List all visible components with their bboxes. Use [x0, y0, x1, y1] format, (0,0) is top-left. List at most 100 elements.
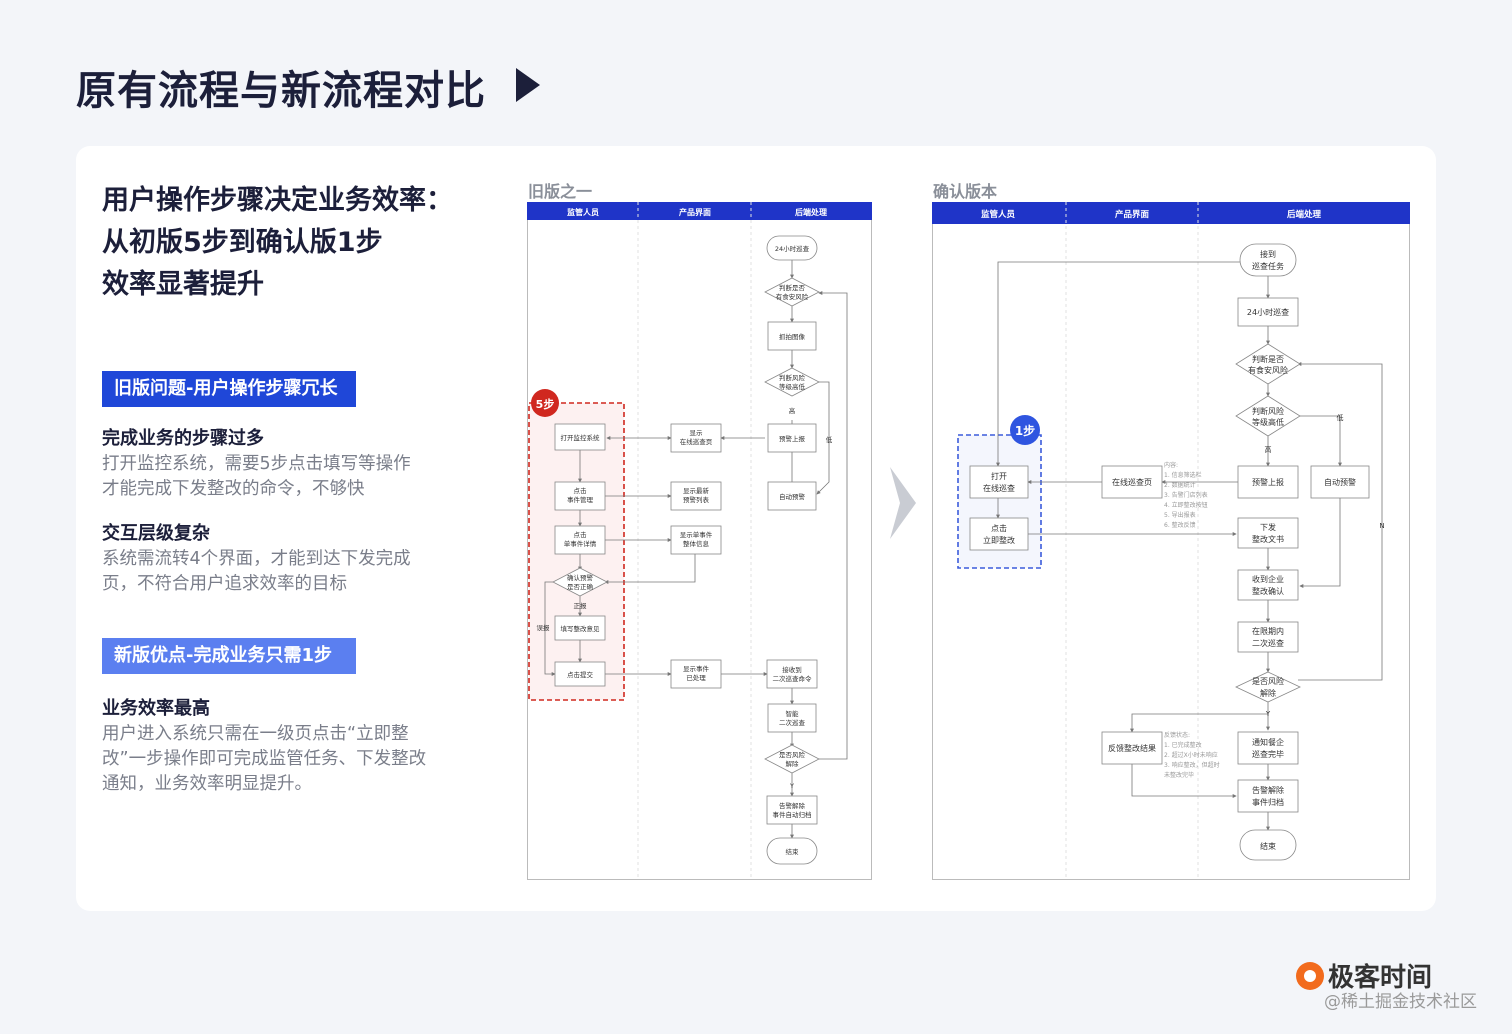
flowchart-label: 二次巡查: [1252, 638, 1284, 648]
flowchart-label: 等级高低: [779, 382, 806, 391]
flowchart-label: 判断风险: [1252, 406, 1284, 416]
new-node-second-patrol: [1237, 621, 1299, 653]
old-node-capture: [767, 321, 817, 351]
flowchart-label: 通知餐企: [1252, 737, 1284, 747]
headline-line-3: 效率显著提升: [102, 269, 264, 300]
old-point-2-text: 系统需流转4个界面，才能到达下发完成页，不符合用户追求效率的目标: [102, 549, 411, 594]
flowchart-label: 预警上报: [1252, 477, 1284, 487]
title-arrow-icon: [516, 68, 540, 102]
old-node-auto-warn: [767, 481, 817, 511]
flowchart-label: 确认预警: [567, 573, 594, 582]
flowchart-label: 填写整改意见: [561, 624, 601, 633]
old-step-badge: [531, 389, 559, 417]
flowchart-label: 6. 整改反馈: [1164, 521, 1196, 529]
brand-logo-text: 极客时间: [1328, 963, 1433, 993]
flowchart-label: 告警解除: [779, 801, 806, 810]
old-node-click-submit: [554, 661, 606, 687]
new-node-issue-notice: [1237, 517, 1299, 549]
new-node-judge-level: [1235, 395, 1301, 437]
new-lane-3: 后端处理: [1287, 209, 1322, 220]
old-lane-1: 监管人员: [567, 207, 599, 217]
old-diagram-title: 旧版之一: [528, 182, 593, 201]
flowchart-label: 结束: [1260, 841, 1276, 851]
flowchart-label: 整改确认: [1252, 586, 1284, 596]
old-point-1-text: 打开监控系统，需要5步点击填写等操作才能完成下发整改的命令，不够快: [102, 454, 411, 499]
flowchart-label: 显示: [690, 429, 704, 437]
flowchart-label: 正报: [574, 601, 588, 610]
new-node-archive: [1237, 779, 1299, 813]
flowchart-label: 在限期内: [1252, 626, 1284, 636]
flowchart-label: 判断风险: [779, 373, 806, 382]
old-issue-tag: 旧版问题-用户操作步骤冗长: [102, 371, 356, 407]
flowchart-label: 接到: [1260, 249, 1276, 259]
flowchart-label: 整改文书: [1252, 534, 1284, 544]
flowchart-label: Y: [1265, 710, 1271, 718]
flowchart-label: 点击: [574, 530, 588, 539]
old-point-1-title: 完成业务的步骤过多: [102, 428, 264, 449]
new-node-receive-task: [1239, 243, 1297, 277]
new-point-1-text: 用户进入系统只需在一级页点击“立即整改”一步操作即可完成监管任务、下发整改通知，…: [102, 724, 427, 794]
flowchart-label: 事件自动归档: [773, 810, 812, 819]
flowchart-label: 结束: [786, 847, 800, 856]
flowchart-label: 2. 数据统计: [1164, 481, 1196, 489]
flowchart-label: 反馈状态:: [1164, 731, 1190, 739]
old-node-show-latest: [670, 481, 722, 511]
flowchart-label: 解除: [786, 759, 800, 768]
old-node-fill-opinion: [554, 615, 606, 641]
flowchart-label: 二次巡查: [779, 718, 806, 727]
flowchart-label: 巡查完毕: [1252, 749, 1284, 759]
flowchart-label: 抓拍图像: [779, 332, 806, 341]
flowchart-label: 整体信息: [683, 539, 710, 548]
flowchart-label: 1. 已完成整改: [1164, 741, 1202, 749]
flowchart-label: 已处理: [686, 673, 706, 682]
flowchart-label: 24小时巡查: [1247, 307, 1289, 317]
old-lane-3: 后端处理: [795, 207, 827, 217]
old-node-show-online: [670, 423, 722, 453]
flowchart-label: 判断是否: [779, 283, 806, 292]
old-node-warn-report: [767, 423, 817, 453]
brand-logo: 极客时间: [1296, 957, 1432, 994]
headline-line-1: 用户操作步骤决定业务效率：: [102, 185, 453, 216]
flowchart-label: 3. 告警门店列表: [1164, 491, 1208, 499]
new-point-1-title: 业务效率最高: [102, 698, 210, 719]
new-node-open-online: [969, 465, 1029, 499]
old-node-open-system: [554, 423, 606, 451]
flowchart-label: 5. 导出报表: [1164, 511, 1196, 519]
flowchart-label: 2. 超过X小时未响应: [1164, 751, 1218, 759]
flowchart-label: 24小时巡查: [775, 244, 810, 253]
old-node-show-single: [670, 525, 722, 555]
flowchart-label: 是否正确: [567, 582, 594, 591]
flowchart-label: 预警上报: [779, 434, 806, 443]
headline: 用户操作步骤决定业务效率： 从初版5步到确认版1步 效率显著提升: [102, 180, 453, 306]
flowchart-label: 点击: [574, 486, 588, 495]
old-node-end: [766, 837, 818, 865]
old-node-smart-patrol: [767, 703, 817, 733]
flowchart-label: 点击提交: [567, 670, 594, 679]
flowchart-label: 反馈整改结果: [1108, 743, 1156, 753]
flowchart-label: 解除: [1260, 688, 1276, 698]
old-node-confirm-warn: [552, 567, 608, 597]
flowchart-label: 3. 响应整改，但超时: [1164, 761, 1220, 769]
flowchart-label: 误报: [537, 623, 551, 632]
old-node-archive: [766, 795, 818, 825]
flowchart-label: 显示单事件: [680, 530, 713, 539]
new-node-judge-safety: [1235, 343, 1301, 385]
flowchart-label: 智能: [786, 709, 800, 718]
page-title: 原有流程与新流程对比: [76, 68, 486, 114]
brand-logo-icon: [1296, 961, 1324, 990]
new-node-warn-report: [1237, 465, 1299, 499]
new-step-badge: [1010, 415, 1040, 445]
flowchart-label: 显示最新: [683, 486, 710, 495]
old-step-badge-label: 5步: [536, 397, 555, 411]
compare-chevron-icon: [890, 467, 916, 539]
new-flowchart: 监管人员 产品界面 后端处理 1步: [932, 202, 1410, 880]
new-node-online-page: [1101, 465, 1163, 499]
flowchart-label: 4. 立即整改按钮: [1164, 501, 1208, 509]
old-lane-2: 产品界面: [679, 207, 711, 217]
flowchart-label: 是否风险: [1252, 676, 1284, 686]
flowchart-label: 自动预警: [779, 492, 806, 501]
old-point-2-title: 交互层级复杂: [102, 523, 210, 544]
flowchart-label: 有食安风险: [776, 292, 809, 301]
watermark: @稀土掘金技术社区: [1324, 992, 1477, 1012]
flowchart-label: 告警解除: [1252, 785, 1284, 795]
